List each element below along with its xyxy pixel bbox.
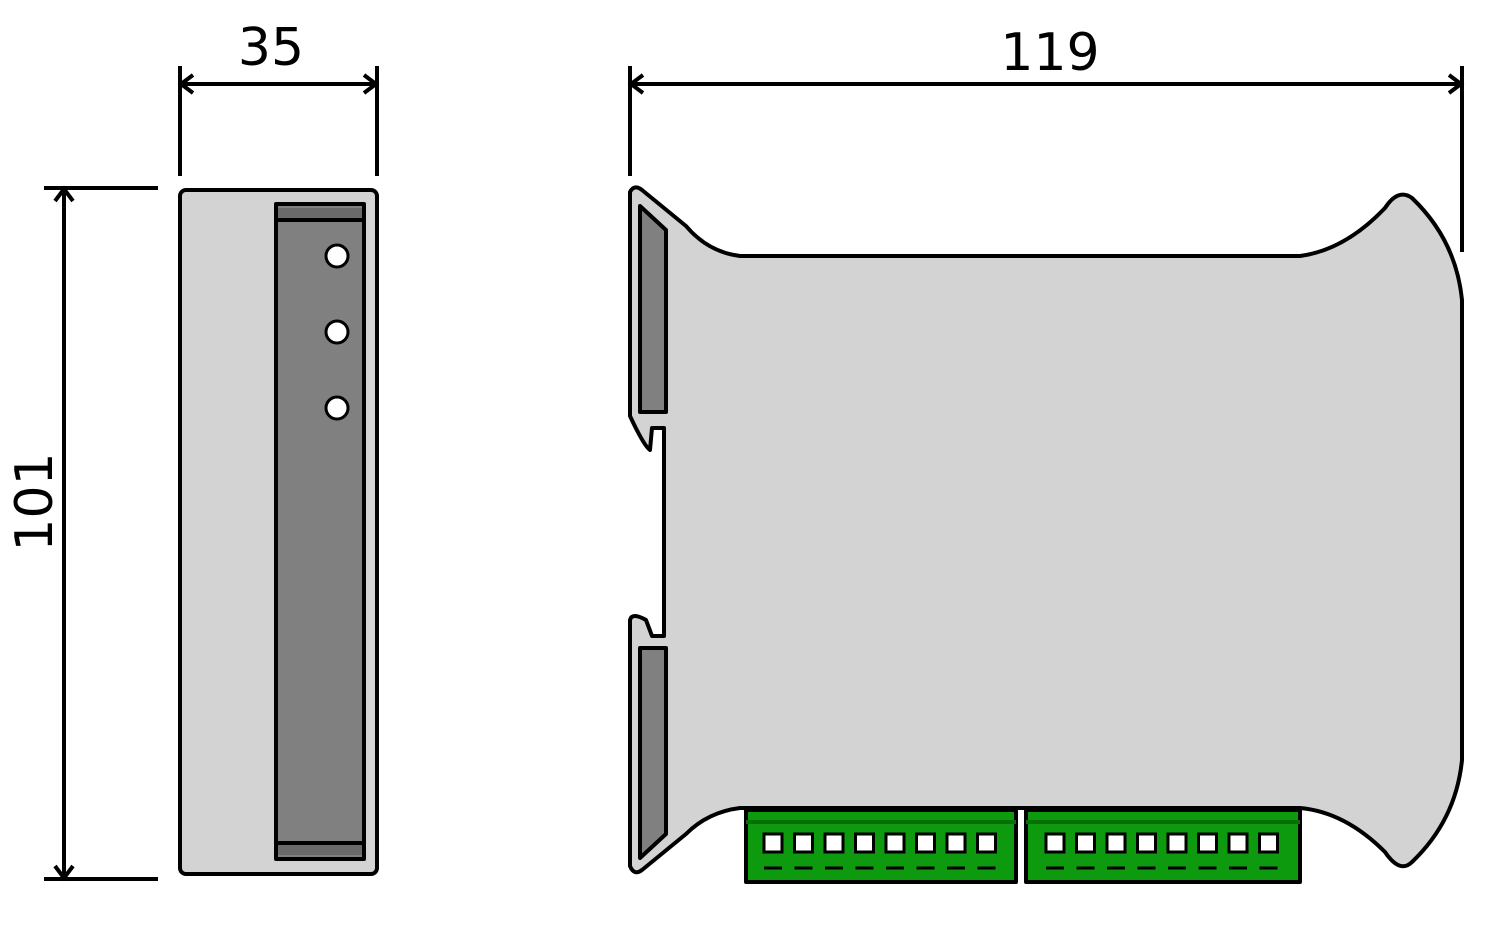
status-led — [324, 319, 350, 345]
terminal-screw — [1258, 832, 1279, 854]
terminal-screw — [945, 832, 967, 854]
terminal-screw — [915, 832, 936, 854]
dimension-width-side: 35 — [177, 18, 380, 176]
terminal-screw — [793, 832, 814, 854]
side-view — [178, 188, 379, 876]
terminal-block-left — [744, 808, 1018, 884]
terminal-screw — [1044, 832, 1066, 854]
terminal-screw — [1075, 832, 1096, 854]
terminal-screw — [1227, 832, 1249, 854]
din-clip-body — [628, 185, 1464, 875]
dimension-height: 101 — [5, 185, 158, 882]
status-led — [324, 243, 350, 269]
terminal-screw — [762, 832, 784, 854]
terminal-screw — [976, 832, 997, 854]
dimension-label-119: 119 — [1000, 23, 1099, 83]
side-view-panel-bottom-rail — [278, 845, 362, 855]
front-view — [628, 185, 1464, 884]
dimension-width-front: 119 — [627, 23, 1465, 252]
status-led — [324, 395, 350, 421]
dimension-label-35: 35 — [238, 18, 304, 78]
terminal-screw — [884, 832, 906, 854]
terminal-screw — [1197, 832, 1218, 854]
terminal-screw — [823, 832, 845, 854]
side-view-panel-top-rail — [278, 208, 362, 218]
side-view-panel — [274, 202, 366, 861]
terminal-block-right — [1024, 808, 1302, 884]
din-clip-channel-top — [638, 204, 668, 414]
din-clip-channel-bottom — [638, 646, 668, 860]
terminal-screw — [1166, 832, 1188, 854]
terminal-screw — [1105, 832, 1127, 854]
terminal-screw — [1136, 832, 1157, 854]
terminal-screw — [854, 832, 875, 854]
dimension-label-101: 101 — [5, 452, 65, 551]
status-leds — [324, 243, 350, 421]
